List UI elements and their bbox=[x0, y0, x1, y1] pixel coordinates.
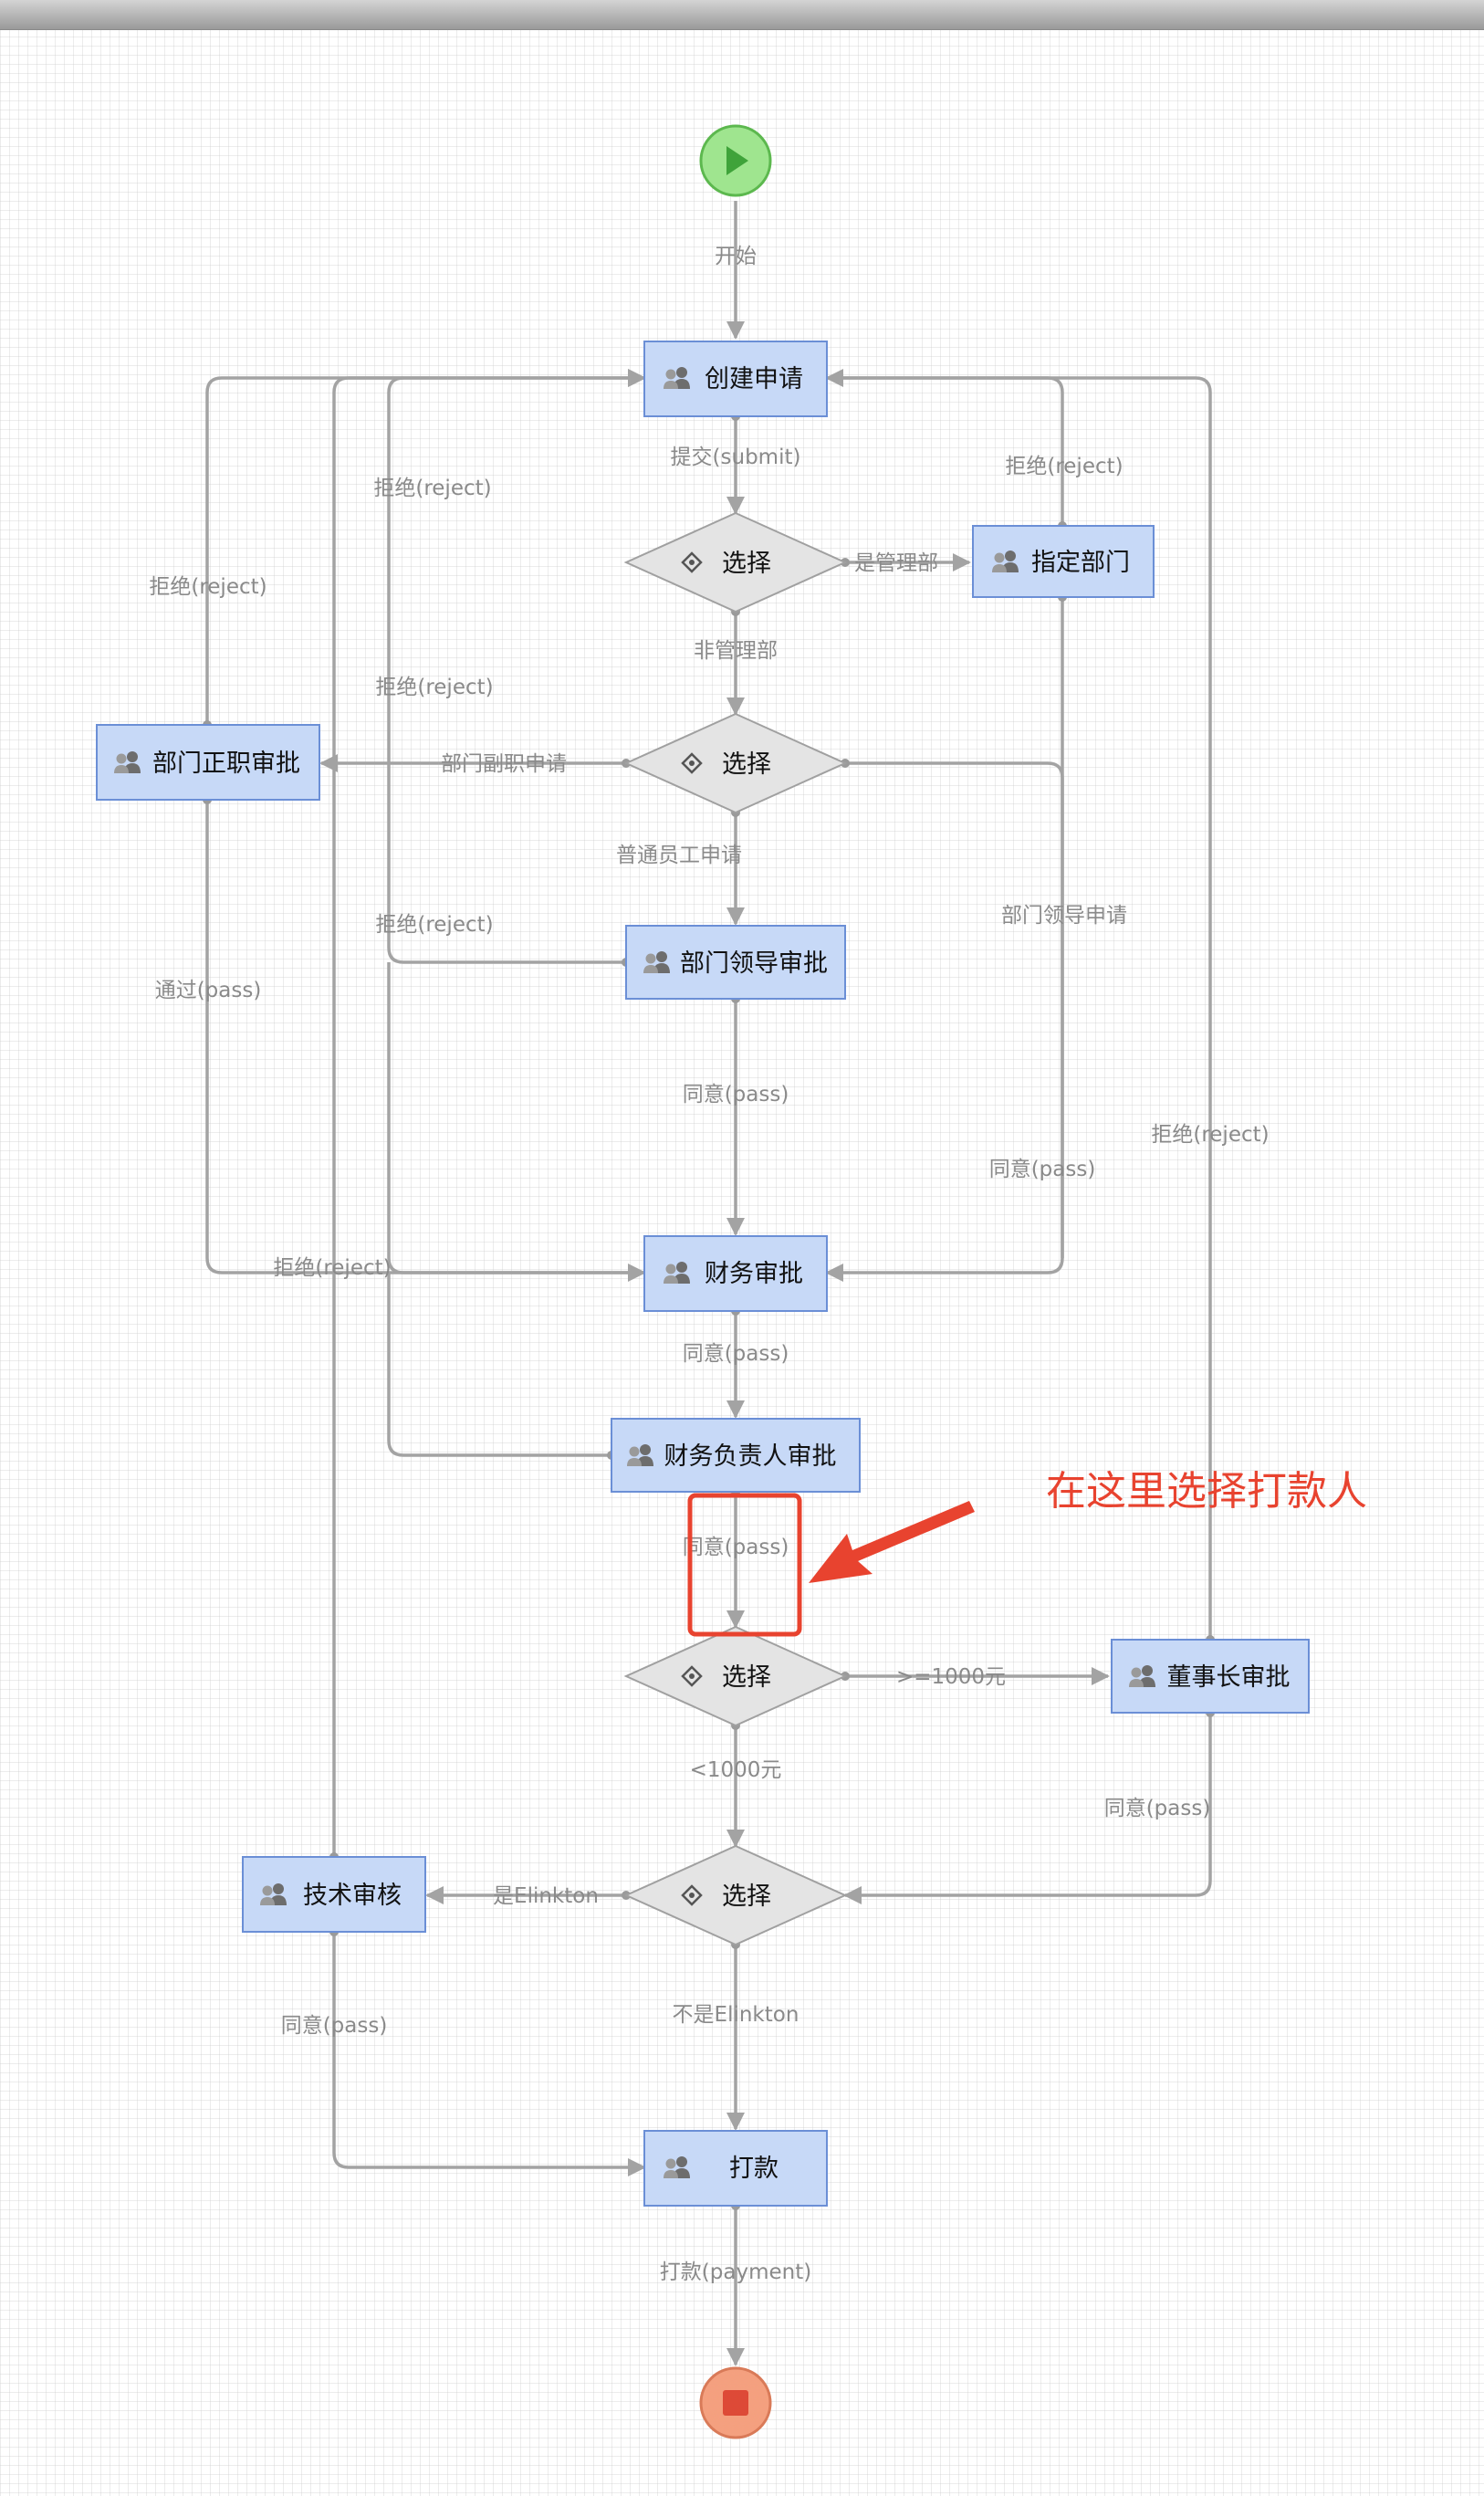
task-label: 部门正职审批 bbox=[152, 750, 300, 778]
gateway-icon bbox=[681, 752, 703, 774]
label-not-mgmt: 非管理部 bbox=[694, 639, 778, 663]
end-event[interactable] bbox=[699, 2366, 772, 2439]
label-reject-dept-leader: 拒绝(reject) bbox=[375, 913, 493, 937]
gateway-3[interactable]: 选择 bbox=[623, 1625, 848, 1727]
edge-leader-apply[interactable] bbox=[825, 761, 1064, 1282]
task-dept-leader[interactable]: 部门领导审批 bbox=[625, 925, 846, 1000]
gateway-label: 选择 bbox=[722, 550, 771, 578]
task-label: 财务审批 bbox=[705, 1260, 803, 1288]
task-label: 技术审核 bbox=[303, 1882, 402, 1910]
task-dept-head[interactable]: 部门正职审批 bbox=[96, 724, 320, 801]
gateway-label: 选择 bbox=[722, 1882, 771, 1911]
task-pay[interactable]: 打款 bbox=[643, 2130, 828, 2207]
label-ge-1000: >=1000元 bbox=[896, 1665, 1006, 1689]
annotation-arrow bbox=[809, 1501, 975, 1583]
label-staff-apply: 普通员工申请 bbox=[616, 844, 742, 867]
label-payment: 打款(payment) bbox=[660, 2260, 811, 2284]
label-reject-chairman: 拒绝(reject) bbox=[1151, 1123, 1269, 1147]
label-lt-1000: <1000元 bbox=[690, 1758, 782, 1782]
gateway-2[interactable]: 选择 bbox=[623, 712, 848, 814]
gateway-1[interactable]: 选择 bbox=[623, 511, 848, 614]
edge-reject-finance[interactable] bbox=[387, 962, 644, 1274]
task-label: 部门领导审批 bbox=[680, 949, 828, 978]
gateway-icon bbox=[681, 551, 703, 573]
label-is-mgmt: 是管理部 bbox=[854, 551, 938, 575]
label-is-elinkton: 是Elinkton bbox=[493, 1884, 599, 1908]
task-finance[interactable]: 财务审批 bbox=[643, 1235, 828, 1312]
label-leader-apply: 部门领导申请 bbox=[1001, 904, 1127, 928]
edge-reject-finance-head[interactable] bbox=[387, 1273, 611, 1457]
label-deputy-apply: 部门副职申请 bbox=[441, 752, 567, 776]
task-designate[interactable]: 指定部门 bbox=[972, 525, 1155, 598]
gateway-icon bbox=[681, 1884, 703, 1906]
edge-reject-tech[interactable] bbox=[332, 369, 646, 1857]
edge-reject-dept-head[interactable] bbox=[205, 369, 646, 725]
annotation-highlight-box bbox=[687, 1493, 802, 1637]
gateway-icon bbox=[681, 1665, 703, 1687]
edge-labels: 开始 提交(submit) 是管理部 非管理部 部门副职申请 普通员工申请 部门… bbox=[149, 245, 1269, 2284]
task-create[interactable]: 创建申请 bbox=[643, 341, 828, 417]
label-reject-designate: 拒绝(reject) bbox=[1005, 455, 1123, 478]
label-agree-finance-head: 同意(pass) bbox=[683, 1536, 789, 1559]
play-icon bbox=[726, 146, 748, 175]
label-reject-finance-head: 拒绝(reject) bbox=[373, 477, 491, 500]
task-label: 打款 bbox=[729, 2155, 779, 2183]
task-label: 财务负责人审批 bbox=[664, 1442, 837, 1471]
gateway-label: 选择 bbox=[722, 1663, 771, 1692]
annotation-text: 在这里选择打款人 bbox=[1046, 1468, 1367, 1515]
edge-reject-designate[interactable] bbox=[825, 369, 1064, 526]
label-agree-designate: 同意(pass) bbox=[989, 1158, 1096, 1181]
edge-reject-dept-leader[interactable] bbox=[387, 376, 626, 964]
label-agree-chairman: 同意(pass) bbox=[1104, 1797, 1211, 1820]
stop-icon bbox=[723, 2390, 748, 2416]
label-submit: 提交(submit) bbox=[671, 446, 801, 469]
task-tech[interactable]: 技术审核 bbox=[242, 1856, 426, 1933]
edge-reject-chairman[interactable] bbox=[827, 376, 1212, 1640]
edges bbox=[205, 201, 1212, 2366]
start-event[interactable] bbox=[699, 124, 772, 197]
task-label: 董事长审批 bbox=[1167, 1663, 1291, 1692]
gateway-4[interactable]: 选择 bbox=[623, 1844, 848, 1946]
label-pass-dept-head: 通过(pass) bbox=[155, 979, 262, 1002]
label-reject-inner: 拒绝(reject) bbox=[375, 676, 493, 699]
label-agree-tech: 同意(pass) bbox=[281, 2014, 388, 2038]
label-start-create: 开始 bbox=[715, 245, 757, 268]
label-agree-finance: 同意(pass) bbox=[683, 1342, 789, 1366]
window-title-bar bbox=[0, 0, 1484, 30]
label-reject-finance: 拒绝(reject) bbox=[273, 1256, 391, 1280]
task-finance-head[interactable]: 财务负责人审批 bbox=[611, 1418, 861, 1493]
task-label: 创建申请 bbox=[705, 365, 803, 393]
label-not-elinkton: 不是Elinkton bbox=[673, 2003, 799, 2027]
edge-agree-chairman[interactable] bbox=[843, 1713, 1212, 1904]
edge-agree-tech[interactable] bbox=[332, 1932, 646, 2176]
label-reject-outer-left: 拒绝(reject) bbox=[149, 575, 266, 599]
edge-pass-dept-head[interactable] bbox=[205, 800, 646, 1282]
gateway-label: 选择 bbox=[722, 750, 771, 779]
task-chairman[interactable]: 董事长审批 bbox=[1111, 1639, 1310, 1714]
label-agree-dept-leader: 同意(pass) bbox=[683, 1083, 789, 1106]
task-label: 指定部门 bbox=[1031, 549, 1130, 577]
annotation: 在这里选择打款人 bbox=[687, 1468, 1367, 1637]
